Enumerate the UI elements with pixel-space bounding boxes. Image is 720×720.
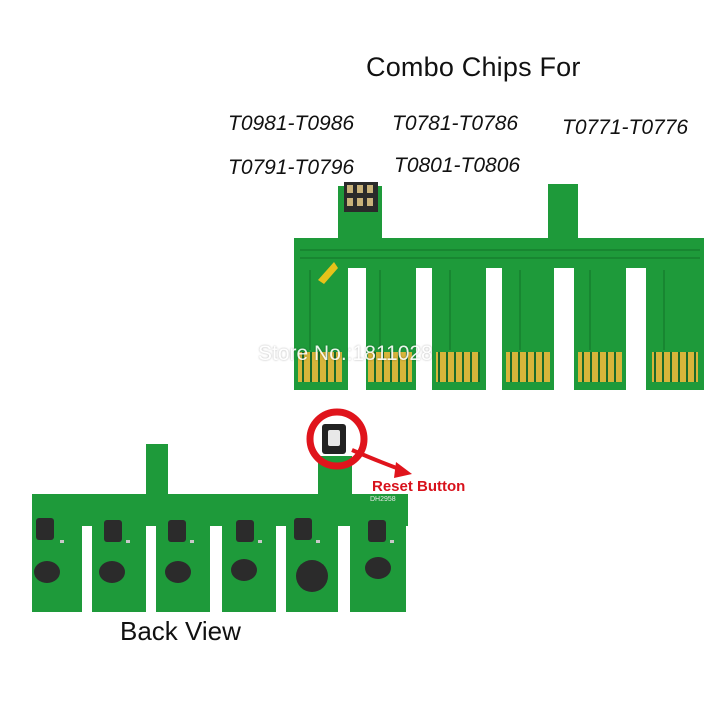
model-label-2: T0781-T0786 xyxy=(392,112,519,135)
reset-arrow xyxy=(351,448,403,472)
title-text: Combo Chips For xyxy=(366,52,581,82)
back-view-label: Back View xyxy=(120,616,241,646)
model-label-3: T0771-T0776 xyxy=(562,116,689,139)
model-label-4: T0791-T0796 xyxy=(228,156,355,179)
front-chip-board xyxy=(294,182,704,390)
model-label-5: T0801-T0806 xyxy=(394,154,521,177)
reset-button-label: Reset Button xyxy=(372,478,466,495)
model-label-1: T0981-T0986 xyxy=(228,112,355,135)
reset-highlight-circle xyxy=(306,408,368,470)
pcb-marking: DH2958 xyxy=(370,496,396,503)
back-chip-board xyxy=(32,424,408,612)
store-watermark: Store No.:1811028 xyxy=(258,342,433,365)
